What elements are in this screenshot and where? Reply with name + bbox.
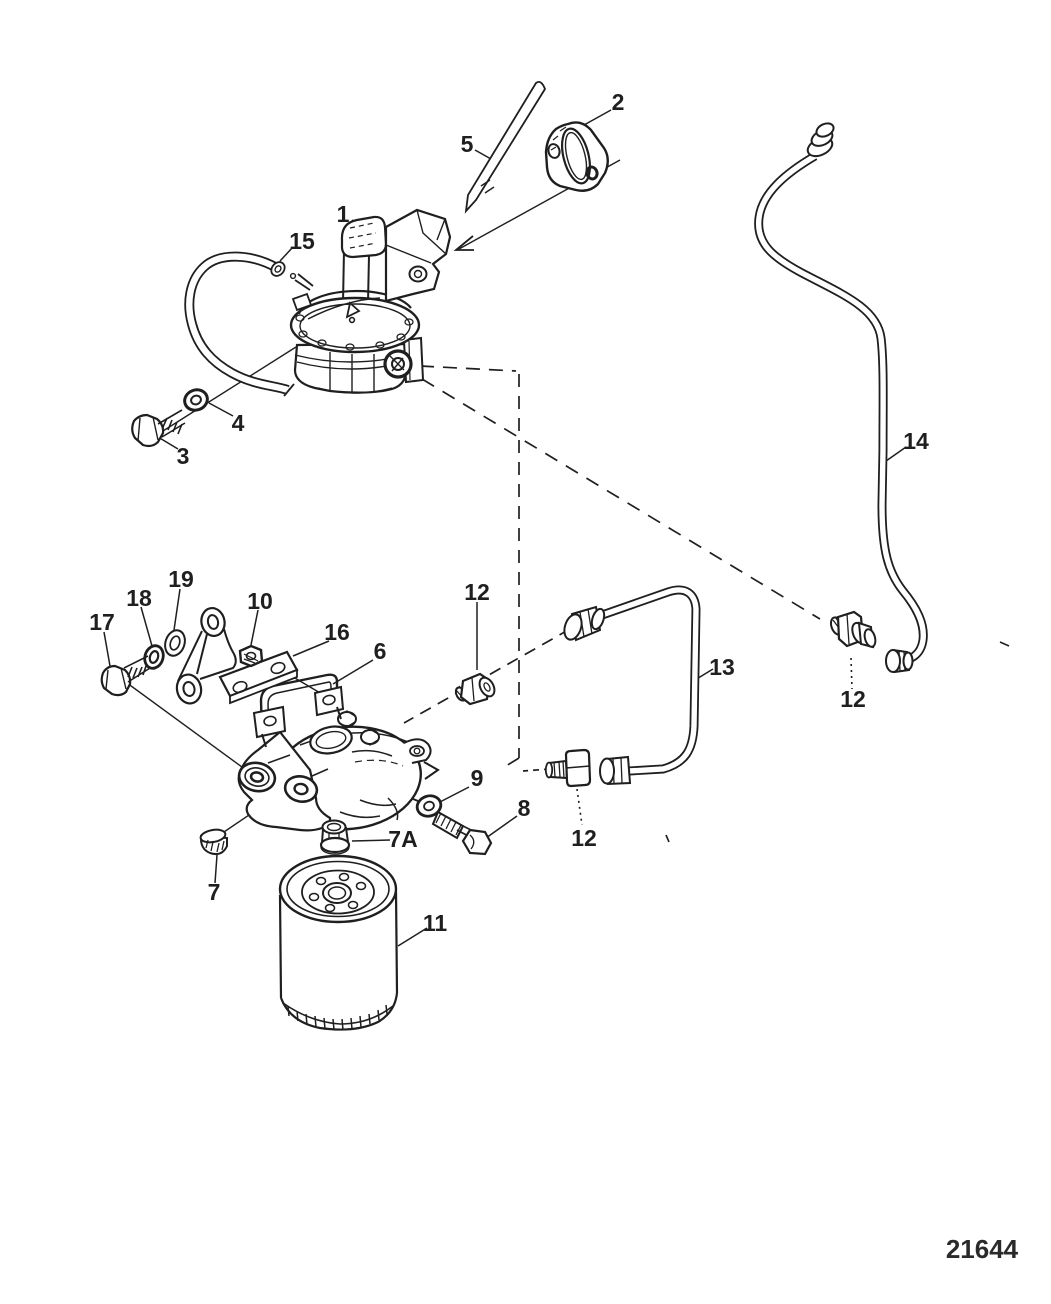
pump-bracket	[175, 606, 237, 705]
leader-7	[214, 854, 218, 884]
leader-4	[208, 402, 234, 417]
callout-15: 15	[289, 228, 315, 254]
nut-10	[238, 644, 264, 668]
callout-11: 11	[423, 910, 448, 936]
callout-12-right: 12	[840, 686, 866, 712]
leader-10	[250, 609, 259, 646]
leader-3	[157, 436, 179, 450]
callout-17: 17	[89, 609, 115, 635]
callout-9: 9	[471, 765, 484, 791]
callout-10: 10	[247, 588, 273, 614]
callout-14: 14	[903, 428, 929, 454]
washer-flat-19	[164, 629, 186, 657]
leader-6	[332, 659, 374, 685]
fuel-pump	[289, 208, 452, 394]
pump-gasket	[544, 121, 609, 192]
leader-11	[397, 927, 428, 947]
leader-9	[437, 786, 470, 804]
bolt3-axis-line	[162, 346, 297, 432]
leader-19	[173, 588, 181, 631]
fitting-12-top	[454, 672, 496, 706]
callout-4: 4	[232, 410, 245, 436]
callout-18: 18	[126, 585, 152, 611]
pump-mount-bolt	[131, 409, 186, 448]
plug-7	[199, 828, 228, 856]
fitting-12-elbow	[544, 748, 592, 788]
elbow12-dotted-leader	[576, 788, 583, 826]
head-screw-boss	[337, 710, 380, 746]
fuel-hose	[184, 251, 295, 397]
filter-crimp-ticks	[287, 1004, 388, 1031]
drawing-number: 21644	[946, 1234, 1019, 1264]
callout-7: 7	[208, 879, 221, 905]
fuel-filter	[278, 854, 399, 1031]
leader-16	[292, 640, 330, 657]
callout-12-elbow: 12	[571, 825, 597, 851]
callout-13: 13	[709, 654, 735, 680]
leader-17	[103, 631, 111, 667]
callout-1: 1	[337, 201, 350, 227]
callout-16: 16	[324, 619, 350, 645]
fuel-line-short	[563, 585, 701, 786]
stray-mark	[999, 641, 1010, 647]
callout-8: 8	[518, 795, 531, 821]
filter-washer	[415, 794, 443, 818]
plug-7a	[319, 819, 351, 855]
filter-head-bracket	[252, 673, 345, 748]
callout-12-top: 12	[464, 579, 490, 605]
leader-8	[485, 815, 518, 839]
leader-lines	[103, 109, 907, 947]
line13-bottom-fitting	[599, 755, 632, 786]
dashed-line-fitting12-to-line13	[403, 628, 571, 724]
bracket-bolt-17	[100, 655, 151, 697]
callout-5: 5	[461, 131, 474, 157]
stray-mark	[665, 834, 670, 843]
line13-top-fitting	[563, 605, 606, 642]
gasket-alignment-arrowhead	[453, 235, 474, 251]
leader-15	[279, 246, 294, 262]
filter-head	[237, 710, 432, 832]
callout-6: 6	[374, 638, 387, 664]
line14-top-fitting	[806, 122, 835, 158]
fuel-line-long	[754, 122, 928, 674]
leader-18	[140, 606, 153, 647]
leader-5	[474, 149, 492, 160]
washer-lock-18	[143, 644, 165, 670]
callout-19: 19	[168, 566, 194, 592]
mount-plate	[218, 650, 299, 705]
line14-end-fitting	[885, 648, 914, 674]
leader-14	[885, 446, 907, 462]
filter-face-holes	[308, 872, 367, 913]
leader-2	[583, 109, 612, 126]
arrow-chevron-right	[423, 761, 440, 780]
dashed-line-pump-to-filter-vertical	[419, 365, 517, 372]
fitting-12-right	[829, 610, 877, 649]
callout-3: 3	[177, 443, 190, 469]
filter-bolt	[431, 810, 493, 856]
push-rod	[464, 80, 547, 214]
callout-2: 2	[612, 89, 625, 115]
pump-mount-washer	[183, 388, 209, 412]
dashed-line-pump-to-fitting12	[421, 378, 821, 620]
leader-7a	[351, 839, 391, 842]
flange-bolt-holes	[295, 314, 414, 351]
dashed-line-vertical	[505, 374, 520, 767]
callout-7a: 7A	[388, 826, 417, 852]
callout-labels: 1 2 5 15 3 4 14 17 18 19 10 16 6 12 13 1…	[89, 89, 929, 936]
fitting12-right-dotted-leader	[850, 657, 853, 690]
